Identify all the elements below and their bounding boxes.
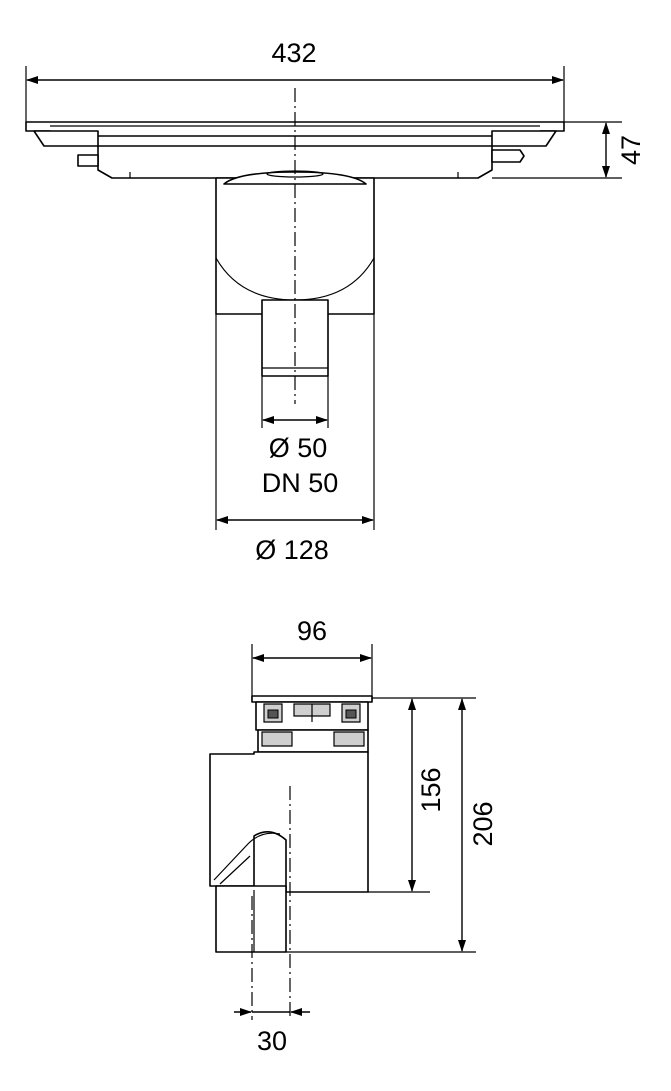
offset-dimension-label: 30 (257, 1026, 287, 1056)
side-lug-left (77, 154, 99, 167)
width-dimension-label: 432 (271, 38, 316, 68)
flange-clamp-left (33, 130, 99, 147)
side-top-plate (251, 695, 373, 703)
flange-clamp-right (491, 130, 557, 147)
side-width-label: 96 (297, 616, 327, 646)
outlet-dn-label: DN 50 (262, 468, 339, 498)
body-diameter-label: Ø 128 (255, 535, 329, 565)
height-dimension-label: 47 (616, 135, 646, 165)
front-view: 432 47 Ø 50 DN 50 (25, 38, 646, 565)
side-lug-right (491, 149, 525, 163)
depth-dimension-label: 156 (416, 767, 446, 812)
side-view: 96 156 206 (209, 616, 498, 1056)
total-height-dimension-label: 206 (468, 801, 498, 846)
outlet-diameter-label: Ø 50 (269, 433, 328, 463)
side-outlet-pipe (215, 885, 287, 953)
